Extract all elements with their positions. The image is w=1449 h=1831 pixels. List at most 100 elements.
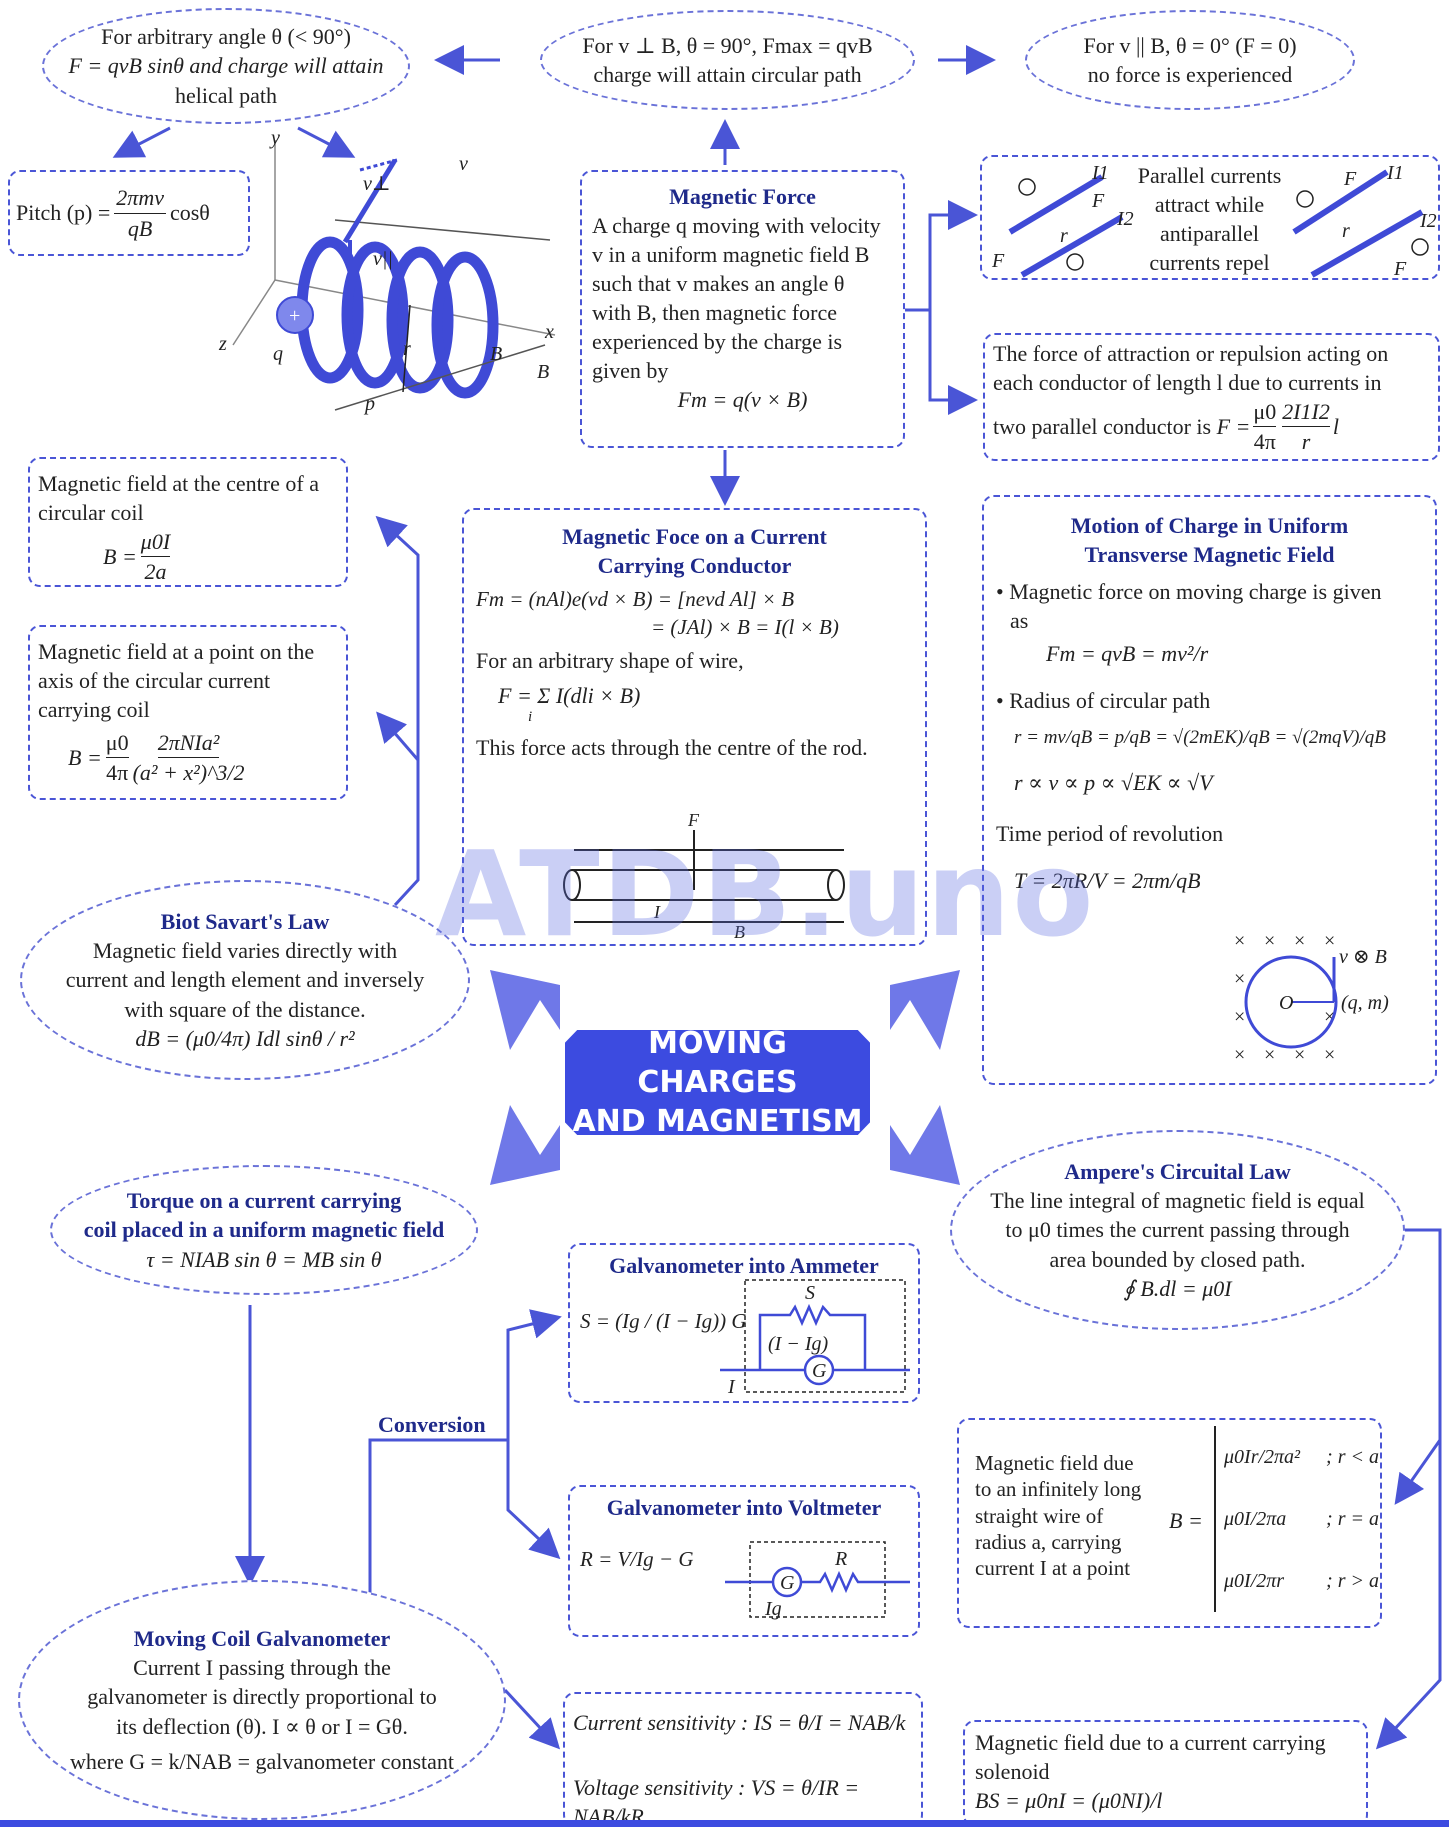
fb-frac-2: 2I1I2 r: [1282, 397, 1330, 456]
pc-line-4: currents repel: [1149, 250, 1270, 276]
wire-case-1: μ0Ir/2πa²; r < a: [1224, 1426, 1379, 1488]
biot-line-2: current and length element and inversely: [65, 967, 425, 993]
helix-plus: +: [289, 305, 300, 327]
pitch-numerator: 2πmv: [114, 183, 166, 214]
wire-r2: ; r = a: [1326, 1508, 1379, 1530]
no-force-oval: For v || B, θ = 0° (F = 0) no force is e…: [1025, 10, 1355, 110]
pitch-box: Pitch (p) = 2πmv qB cosθ: [8, 170, 250, 256]
pc-line-2: attract while: [1154, 192, 1265, 218]
wire-line-5: current I at a point: [975, 1556, 1131, 1580]
long-wire-box: Magnetic field due to an infinitely long…: [957, 1418, 1382, 1628]
cross-5: ×: [1234, 968, 1245, 990]
arrow-to-sensitivity: [503, 1688, 561, 1750]
conductor-eq-3: F = Σ I(dli × B): [498, 682, 641, 708]
conductor-line-1: For an arbitrary shape of wire,: [476, 647, 744, 673]
fb-line-2: each conductor of length l due to curren…: [993, 370, 1382, 396]
axis-coil-lhs: B =: [68, 745, 102, 771]
biot-eq: dB = (μ0/4π) Idl sinθ / r²: [135, 1025, 355, 1051]
pc-label-I2a: I2: [1116, 208, 1134, 230]
center-title: MOVING CHARGES AND MAGNETISM: [565, 1030, 870, 1135]
cross-3: ×: [1294, 930, 1305, 952]
axis-coil-c1d: 4π: [106, 760, 129, 786]
fb-frac-1: μ0 4π: [1253, 397, 1277, 456]
helix-label-q: q: [273, 343, 283, 365]
watermark: ATDB.uno: [435, 825, 1096, 963]
centre-coil-box: Magnetic field at the centre of a circul…: [28, 457, 348, 587]
voltmeter-figure: R G Ig: [725, 1541, 910, 1620]
helix-label-vpar: v||: [373, 248, 393, 270]
voltmeter-label-G: G: [780, 1572, 795, 1594]
helix-label-B2: B: [537, 361, 549, 383]
conductor-line-2: This force acts through the centre of th…: [476, 734, 868, 760]
axis-coil-line-1: Magnetic field at a point on the: [38, 639, 315, 664]
arrow-to-voltmeter: [506, 1440, 561, 1560]
center-title-line-2: AND MAGNETISM: [572, 1104, 863, 1139]
perp-line-2: charge will attain circular path: [593, 62, 862, 87]
big-arrow-ne: [890, 970, 960, 1050]
ampere-line-1: The line integral of magnetic field is e…: [990, 1188, 1365, 1214]
arrow-to-solenoid: [1375, 1440, 1442, 1750]
wire-cases: μ0Ir/2πa²; r < a μ0I/2πa; r = a μ0I/2πr;…: [1214, 1426, 1379, 1612]
fb-lhs: F =: [1216, 414, 1251, 440]
ammeter-label-G: G: [812, 1360, 827, 1382]
cross-6: ×: [1234, 1006, 1245, 1028]
solenoid-line-1: Magnetic field due to a current carrying: [975, 1730, 1326, 1755]
centre-coil-frac: μ0I 2a: [140, 527, 171, 586]
conductor-eq-2: = (JAl) × B = I(l × B): [651, 614, 839, 639]
voltmeter-eq: R = V/Ig − G: [580, 1547, 694, 1572]
arrow-to-parallel-currents: [905, 200, 978, 312]
pc-line-3: antiparallel: [1160, 221, 1259, 247]
bottom-bar: [0, 1820, 1449, 1827]
arrow-to-pitch: [112, 126, 171, 158]
pc-label-Fb: F: [991, 250, 1005, 272]
motion-b1: Magnetic force on moving charge is given: [1009, 579, 1382, 605]
fig-label-O: O: [1279, 992, 1293, 1014]
ampere-oval: Ampere's Circuital Law The line integral…: [950, 1130, 1405, 1330]
magnetic-force-box: Magnetic Force A charge q moving with ve…: [580, 170, 905, 448]
wire-line-4: radius a, carrying: [975, 1529, 1122, 1554]
helix-label-p: p: [363, 393, 375, 415]
axis-coil-line-3: carrying coil: [38, 697, 150, 723]
mcg-line-3: its deflection (θ). I ∝ θ or I = Gθ.: [116, 1713, 408, 1739]
conductor-eq-1: Fm = (nAl)e(vd × B) = [nevd Al] × B: [476, 587, 795, 612]
arrow-to-wire: [1394, 1228, 1442, 1505]
axis-coil-frac-2: 2πNIa² (a² + x²)^3/2: [133, 728, 245, 787]
motion-b1b: as: [1010, 608, 1029, 634]
axis-coil-c2d: (a² + x²)^3/2: [132, 760, 245, 786]
solenoid-eq: BS = μ0nI = (μ0NI)/l: [975, 1788, 1163, 1814]
pitch-fraction: 2πmv qB: [114, 183, 166, 242]
magnetic-force-line-2: v in a uniform magnetic field B: [592, 242, 870, 268]
parallel-currents-box: I1 I2 F F r I1 I2 F F r Parallel current…: [980, 155, 1440, 280]
cross-10: ×: [1294, 1044, 1305, 1066]
centre-coil-num: μ0I: [140, 527, 171, 558]
arrow-to-axis-coil: [376, 711, 420, 761]
axis-coil-formula: B = μ0 4π 2πNIa² (a² + x²)^3/2: [38, 728, 338, 787]
motion-title-1: Motion of Charge in Uniform: [1070, 513, 1349, 538]
fb-tail: l: [1332, 414, 1339, 440]
pc-label-I2b: I2: [1419, 210, 1437, 232]
magnetic-force-formula: Fm = q(v × B): [677, 387, 808, 413]
biot-line-1: Magnetic field varies directly with: [92, 938, 398, 964]
wire-c3: μ0I/2πr: [1224, 1570, 1285, 1592]
mcg-line-4: where G = k/NAB = galvanometer constant: [69, 1748, 455, 1774]
wire-c1: μ0Ir/2πa²: [1224, 1446, 1301, 1468]
motion-title-2: Transverse Magnetic Field: [1084, 542, 1335, 568]
long-wire-text: Magnetic field due to an infinitely long…: [975, 1450, 1170, 1581]
helical-line-1: For arbitrary angle θ (< 90°): [101, 24, 351, 50]
fb-c2d: r: [1301, 429, 1311, 455]
center-title-line-1: MOVING CHARGES: [637, 1026, 798, 1100]
mcg-line-2: galvanometer is directly proportional to: [87, 1684, 437, 1710]
magnetic-force-title: Magnetic Force: [669, 184, 816, 209]
pitch-denominator: qB: [127, 215, 153, 241]
helix-label-B1: B: [490, 343, 502, 365]
current-sensitivity: Current sensitivity : IS = θ/I = NAB/k: [573, 1710, 906, 1735]
biot-title: Biot Savart's Law: [160, 909, 330, 935]
torque-eq: τ = NIAB sin θ = MB sin θ: [146, 1246, 382, 1272]
helical-line-3: helical path: [174, 82, 277, 108]
helix-figure: + y x z q p r B B v⊥ v|| v: [218, 130, 556, 415]
conversion-label: Conversion: [378, 1412, 486, 1437]
ammeter-box: Galvanometer into Ammeter S = (Ig / (I −…: [568, 1243, 920, 1403]
mcg-line-1: Current I passing through the: [133, 1655, 391, 1681]
helix-label-z: z: [218, 333, 227, 355]
